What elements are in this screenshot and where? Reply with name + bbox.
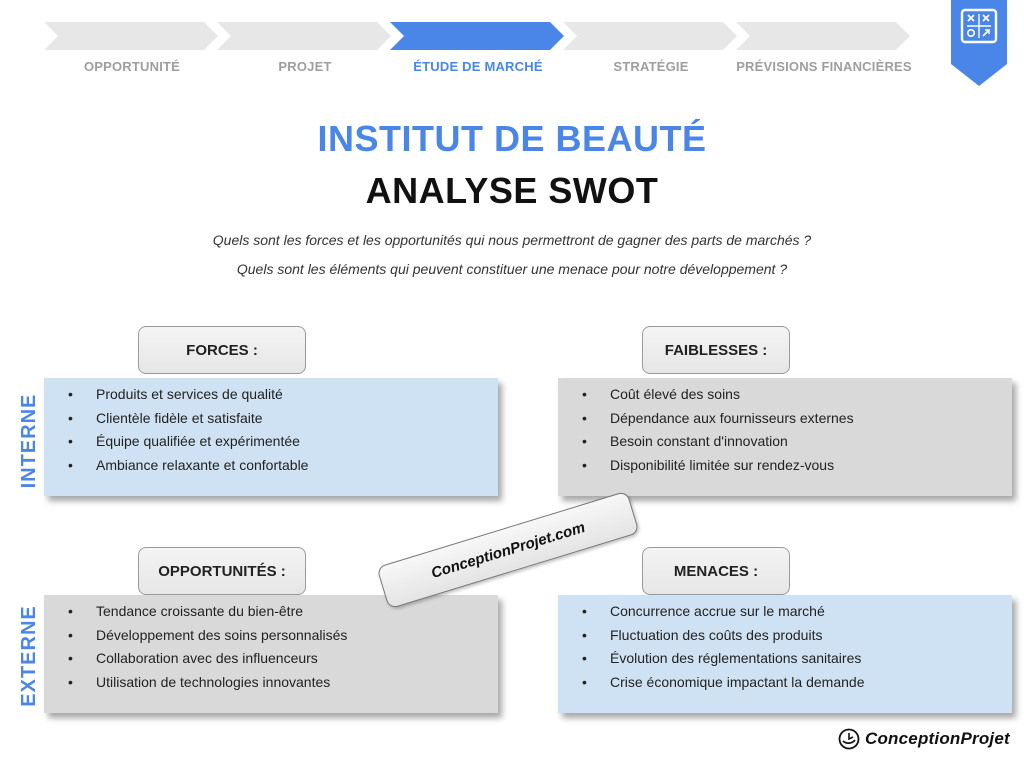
bullet: • (582, 456, 587, 473)
list-item: • Coût élevé des soins (576, 383, 1002, 407)
bullet: • (68, 673, 73, 690)
forces-list: • Produits et services de qualité • Client… (62, 383, 488, 477)
bullet: • (582, 650, 587, 666)
list-item: • Fluctuation des coûts des produits (576, 624, 1002, 648)
header-forces: FORCES : (138, 326, 306, 374)
list-item: • Disponibilité limitée sur rendez-vous (576, 454, 1002, 478)
axis-label-interne: INTERNE (18, 393, 40, 489)
quadrant-forces: • Produits et services de qualité • Client… (44, 378, 498, 496)
bullet: • (582, 603, 587, 619)
item-text: Développement des soins personnalisés (96, 626, 348, 643)
item-text: Disponibilité limitée sur rendez-vous (610, 456, 835, 473)
item-text: Crise économique impactant la demande (610, 673, 865, 690)
item-text: Besoin constant d'innovation (610, 433, 788, 449)
list-item: • Tendance croissante du bien-être (62, 600, 488, 624)
list-item: • Crise économique impactant la demande (576, 671, 1002, 695)
conceptionprojet-logo-icon (838, 728, 860, 750)
bullet: • (68, 626, 73, 643)
item-text: Ambiance relaxante et confortable (96, 456, 309, 473)
step-projet: PROJET (217, 22, 393, 82)
strategy-board-icon (951, 0, 1007, 86)
step-strategie: STRATÉGIE (563, 22, 739, 82)
list-item: • Dépendance aux fournisseurs externes (576, 407, 1002, 431)
item-text: Produits et services de qualité (96, 386, 283, 402)
step-label: ÉTUDE DE MARCHÉ (413, 59, 543, 74)
watermark-stamp: ConceptionProjet.com (376, 490, 640, 610)
logo-text: ConceptionProjet (865, 729, 1010, 748)
step-label: OPPORTUNITÉ (83, 59, 181, 74)
brand-logo: ConceptionProjet (838, 726, 1010, 752)
bullet: • (582, 673, 587, 690)
bullet: • (68, 603, 73, 619)
step-chevron (217, 22, 391, 50)
axis-label-externe: EXTERNE (18, 605, 40, 707)
item-text: Coût élevé des soins (610, 386, 740, 402)
header-faiblesses: FAIBLESSES : (642, 326, 790, 374)
bullet: • (68, 386, 73, 402)
bullet: • (582, 433, 587, 449)
faiblesses-list: • Coût élevé des soins • Dépendance aux fo… (576, 383, 1002, 477)
step-chevron (390, 22, 564, 50)
list-item: • Produits et services de qualité (62, 383, 488, 407)
step-label: PRÉVISIONS FINANCIÈRES (736, 59, 912, 74)
item-text: Équipe qualifiée et expérimentée (96, 433, 300, 449)
item-text: Utilisation de technologies innovantes (96, 673, 331, 690)
step-previsions-financieres: PRÉVISIONS FINANCIÈRES (736, 22, 912, 82)
list-item: • Collaboration avec des influenceurs (62, 647, 488, 671)
step-label: STRATÉGIE (613, 59, 689, 74)
quadrant-opportunites: • Tendance croissante du bien-être • Dével… (44, 595, 498, 713)
page-subtitle: ANALYSE SWOT (365, 170, 659, 211)
step-etude-de-marche: ÉTUDE DE MARCHÉ (390, 22, 566, 82)
item-text: Tendance croissante du bien-être (96, 603, 304, 619)
bullet: • (68, 409, 73, 426)
header-opportunites: OPPORTUNITÉS : (138, 547, 306, 595)
step-label: PROJET (278, 59, 332, 74)
process-steps: OPPORTUNITÉ PROJET ÉTUDE DE MARCHÉ STRAT… (44, 22, 940, 82)
bullet: • (68, 650, 73, 666)
list-item: • Clientèle fidèle et satisfaite (62, 407, 488, 431)
opportunites-list: • Tendance croissante du bien-être • Dével… (62, 600, 488, 694)
step-chevron (44, 22, 218, 50)
list-item: • Ambiance relaxante et confortable (62, 454, 488, 478)
header-menaces: MENACES : (642, 547, 790, 595)
page-title: INSTITUT DE BEAUTÉ (317, 118, 707, 159)
bullet: • (582, 386, 587, 402)
item-text: Fluctuation des coûts des produits (610, 626, 823, 643)
bullet: • (68, 456, 73, 473)
quadrant-menaces: • Concurrence accrue sur le marché • Fluct… (558, 595, 1012, 713)
list-item: • Développement des soins personnalisés (62, 624, 488, 648)
step-chevron (563, 22, 737, 50)
list-item: • Concurrence accrue sur le marché (576, 600, 1002, 624)
item-text: Dépendance aux fournisseurs externes (610, 409, 854, 426)
item-text: Évolution des réglementations sanitaires (610, 650, 862, 666)
list-item: • Équipe qualifiée et expérimentée (62, 430, 488, 454)
item-text: Collaboration avec des influenceurs (96, 650, 318, 666)
item-text: Clientèle fidèle et satisfaite (96, 409, 263, 426)
menaces-list: • Concurrence accrue sur le marché • Fluct… (576, 600, 1002, 694)
question-menaces: Quels sont les éléments qui peuvent cons… (236, 261, 788, 277)
list-item: • Utilisation de technologies innovantes (62, 671, 488, 695)
bullet: • (582, 626, 587, 643)
list-item: • Besoin constant d'innovation (576, 430, 1002, 454)
bullet: • (68, 433, 73, 449)
bullet: • (582, 409, 587, 426)
step-chevron (736, 22, 910, 50)
list-item: • Évolution des réglementations sanitaire… (576, 647, 1002, 671)
item-text: Concurrence accrue sur le marché (610, 603, 825, 619)
question-forces-opportunites: Quels sont les forces et les opportunité… (212, 232, 812, 248)
step-opportunite: OPPORTUNITÉ (44, 22, 220, 82)
quadrant-faiblesses: • Coût élevé des soins • Dépendance aux fo… (558, 378, 1012, 496)
